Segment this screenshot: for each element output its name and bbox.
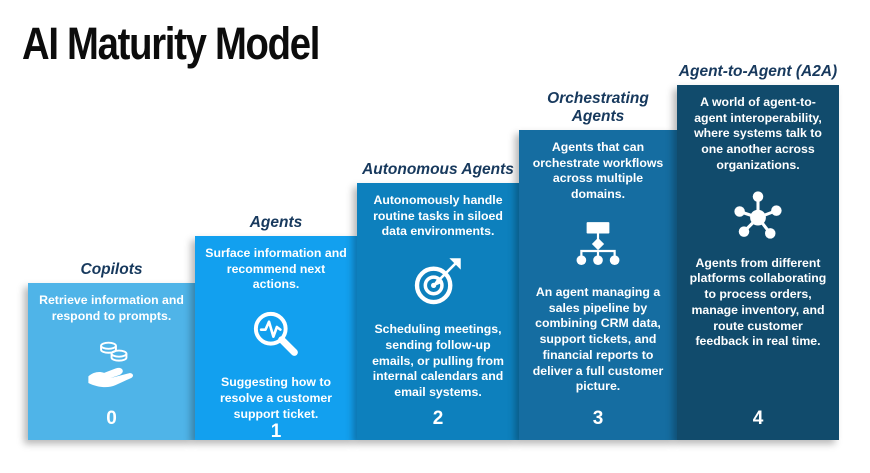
stage-heading: Orchestrating Agents	[547, 90, 649, 125]
stage-box: A world of agent-to-agent interoperabili…	[677, 85, 839, 440]
stage-level: 3	[592, 408, 604, 429]
stage-level: 1	[270, 421, 282, 443]
stage-level: 2	[432, 408, 444, 429]
stage-description: Autonomously handle routine tasks in sil…	[373, 193, 503, 239]
network-hub-icon	[730, 187, 786, 243]
stage-column-copilots: Copilots Retrieve information and respon…	[28, 261, 195, 440]
org-chart-icon	[570, 216, 626, 272]
stage-column-agent-to-agent: Agent-to-Agent (A2A) A world of agent-to…	[677, 63, 839, 440]
stage-description: Retrieve information and respond to prom…	[39, 293, 184, 323]
stage-heading: Copilots	[80, 260, 143, 278]
stage-description: A world of agent-to-agent interoperabili…	[694, 95, 822, 172]
stage-level: 4	[752, 408, 764, 429]
stage-description: Agents that can orchestrate workflows ac…	[532, 140, 664, 202]
magnifier-pulse-icon	[248, 306, 304, 362]
stage-column-orchestrating-agents: Orchestrating Agents Agents that can orc…	[519, 90, 677, 440]
stage-heading: Autonomous Agents	[362, 160, 514, 178]
stage-example: Agents from different platforms collabor…	[689, 255, 827, 349]
stage-box: Retrieve information and respond to prom…	[28, 283, 195, 440]
stage-column-autonomous-agents: Autonomous Agents Autonomously handle ro…	[357, 161, 519, 440]
stage-heading: Agent-to-Agent (A2A)	[678, 62, 838, 80]
stage-description: Surface information and recommend next a…	[205, 246, 347, 292]
hand-coins-icon	[84, 337, 140, 393]
stage-heading: Agents	[249, 213, 303, 231]
stage-box: Surface information and recommend next a…	[195, 236, 357, 443]
stage-example: Suggesting how to resolve a customer sup…	[219, 375, 333, 421]
target-dart-icon	[410, 253, 466, 309]
stage-box: Agents that can orchestrate workflows ac…	[519, 130, 677, 440]
stage-example: An agent managing a sales pipeline by co…	[532, 284, 664, 394]
stage-level: 0	[106, 408, 117, 429]
stage-box: Autonomously handle routine tasks in sil…	[357, 183, 519, 440]
page-title: AI Maturity Model	[22, 18, 320, 69]
stage-column-agents: Agents Surface information and recommend…	[195, 214, 357, 443]
stage-example: Scheduling meetings, sending follow-up e…	[372, 322, 504, 400]
